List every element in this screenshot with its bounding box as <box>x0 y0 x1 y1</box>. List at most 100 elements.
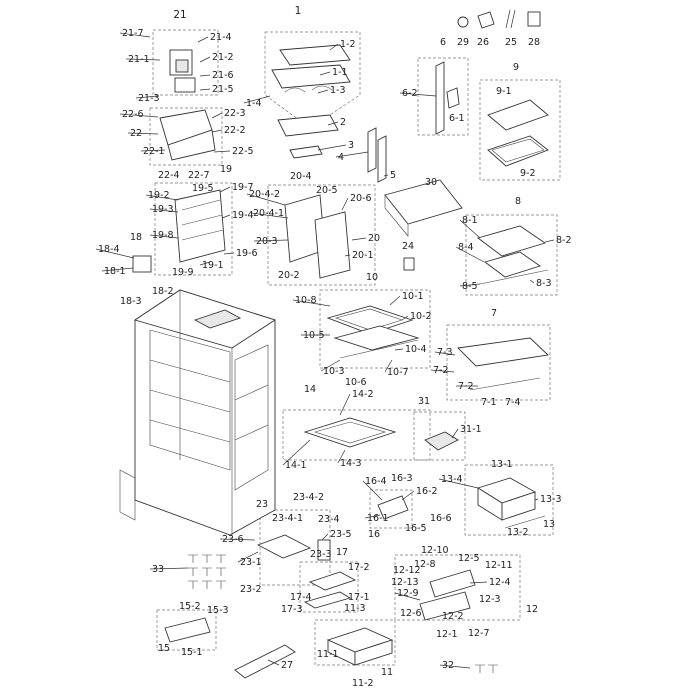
callout-label: 22-1 <box>143 146 165 157</box>
callout-label: 23-4-2 <box>293 492 324 503</box>
leader-line <box>213 150 231 153</box>
part-17-bar <box>303 571 357 609</box>
callout-label: 12-6 <box>400 608 422 619</box>
leader-line <box>451 428 459 439</box>
part-27-bar <box>234 644 296 679</box>
callout-label: 21 <box>173 9 186 21</box>
part-32-screws <box>475 664 498 673</box>
callout-label: 10-2 <box>410 311 432 322</box>
callout-label: 23-6 <box>222 534 244 545</box>
callout-label: 26 <box>477 37 489 48</box>
part-6-bracket <box>435 61 460 135</box>
callout-label: 22-2 <box>224 125 246 136</box>
callout-label: 10-1 <box>402 291 424 302</box>
callout-label: 8-1 <box>462 215 478 226</box>
part-24-sensor <box>403 257 415 271</box>
leader-line <box>211 129 223 133</box>
callout-label: 33 <box>152 564 164 575</box>
leader-line <box>199 88 211 91</box>
callout-label: 7-2 <box>458 381 474 392</box>
callout-label: 16 <box>368 529 380 540</box>
callout-label: 7 <box>491 308 497 319</box>
leader-line <box>149 234 179 239</box>
leader-line <box>140 149 166 152</box>
callout-label: 20 <box>368 233 380 244</box>
callout-label: 23-4 <box>318 514 340 525</box>
part-30-bin <box>384 179 463 237</box>
leader-line <box>199 74 211 77</box>
callout-label: 23-2 <box>240 584 262 595</box>
leader-line <box>364 514 381 519</box>
callout-label: 13-1 <box>491 459 513 470</box>
callout-label: 12-3 <box>479 594 501 605</box>
leader-line <box>321 533 329 541</box>
leader-line <box>292 299 331 307</box>
callout-label: 12 <box>526 604 538 615</box>
leader-line <box>221 214 231 219</box>
callout-label: 12-13 <box>391 577 419 588</box>
leader-line <box>469 581 488 584</box>
leader-line <box>438 478 479 489</box>
leader-line <box>223 252 235 255</box>
callout-label: 14-1 <box>285 460 307 471</box>
callout-label: 24 <box>402 241 414 252</box>
leader-line <box>344 254 351 257</box>
callout-label: 22-5 <box>232 146 254 157</box>
part-1-assembly <box>271 44 351 159</box>
callout-label: 21-1 <box>128 54 150 65</box>
leader-lines <box>95 32 555 669</box>
callout-label: 20-3 <box>256 236 278 247</box>
leader-line <box>459 219 481 239</box>
leader-line <box>320 359 341 372</box>
callout-label: 8-2 <box>556 235 572 246</box>
leader-line <box>455 246 485 263</box>
leader-line <box>329 43 339 51</box>
callout-label: 18-1 <box>104 266 126 277</box>
callout-label: 20-1 <box>352 250 374 261</box>
callout-label: 19-5 <box>192 183 214 194</box>
callout-label: 23-3 <box>310 549 332 560</box>
callout-label: 19-1 <box>202 260 224 271</box>
callout-label: 14-3 <box>340 458 362 469</box>
callout-label: 7-3 <box>437 347 453 358</box>
callout-label: 20-4-2 <box>249 189 280 200</box>
leader-line <box>399 92 437 97</box>
callout-label: 23-5 <box>330 529 352 540</box>
callout-label: 8-4 <box>458 242 474 253</box>
leader-line <box>95 248 135 259</box>
part-15-panel <box>164 617 211 643</box>
callout-label: 12-7 <box>468 628 490 639</box>
leader-line <box>267 659 280 666</box>
callout-label: 13 <box>543 519 555 530</box>
leader-line <box>529 279 535 284</box>
callout-label: 22 <box>130 128 142 139</box>
callout-label: 1-3 <box>330 85 346 96</box>
callout-label: 31 <box>418 396 430 407</box>
part-7-shelf <box>457 337 549 391</box>
callout-label: 2 <box>340 117 346 128</box>
part-8-assembly <box>477 225 549 285</box>
callout-label: 17-4 <box>290 592 312 603</box>
callout-label: 15-2 <box>179 601 201 612</box>
callout-label: 18-3 <box>120 296 142 307</box>
leader-line <box>401 490 415 501</box>
callout-label: 9-2 <box>520 168 536 179</box>
callout-label: 15 <box>158 643 170 654</box>
callout-label: 28 <box>528 37 540 48</box>
callout-label: 16-2 <box>416 486 438 497</box>
callout-label: 17-2 <box>348 562 370 573</box>
callout-label: 25 <box>505 37 517 48</box>
leader-line <box>317 144 347 151</box>
callout-label: 22-7 <box>188 170 210 181</box>
leader-line <box>119 32 151 38</box>
callout-label: 16-3 <box>391 473 413 484</box>
part-20-cover <box>284 194 351 279</box>
callout-label: 21-7 <box>122 28 144 39</box>
callout-label: 23-4-1 <box>272 513 303 524</box>
part-12-assembly <box>419 569 476 621</box>
callout-label: 19-7 <box>232 182 254 193</box>
leader-line <box>401 315 409 321</box>
callout-label: 29 <box>457 37 469 48</box>
callout-label: 13-2 <box>507 527 529 538</box>
